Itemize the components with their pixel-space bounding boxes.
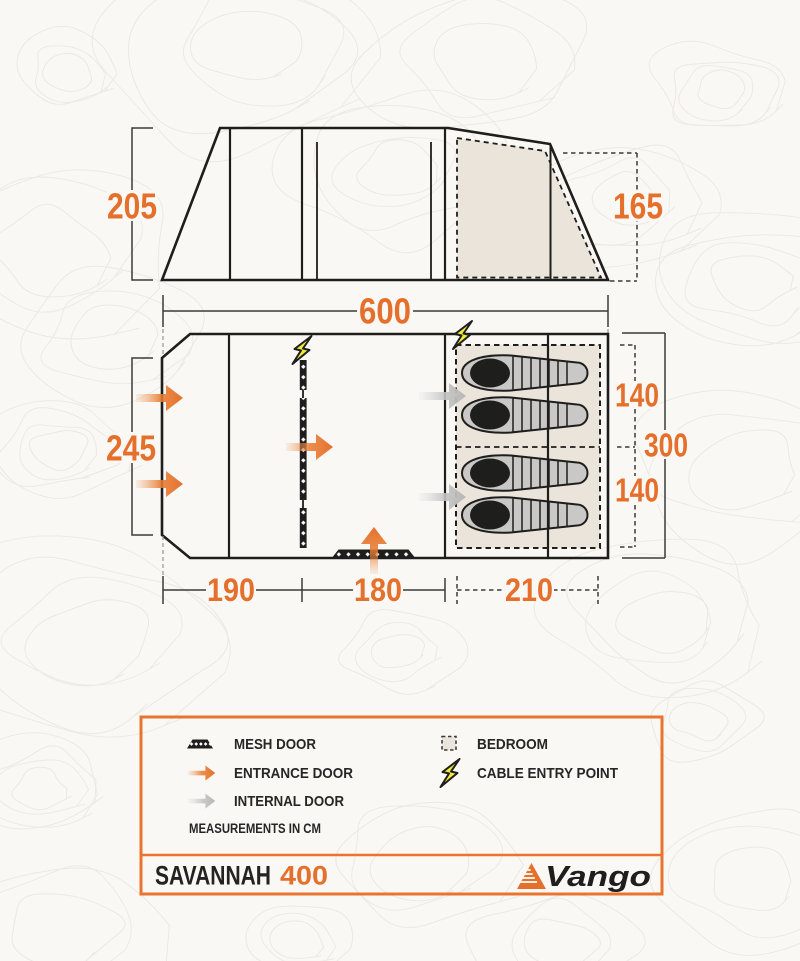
dim-label-205: 205 [107,186,157,227]
footer: SAVANNAH 400 Vango [155,861,651,894]
dim-label-180: 180 [354,572,402,608]
dim-label-300: 300 [644,427,688,464]
elevation-dividers [228,129,447,279]
brand-name: Vango [545,861,651,893]
legend-label-bedroom: BEDROOM [477,736,548,753]
cable-entry-icon [439,758,461,788]
elevation-outline [160,126,610,282]
mesh-door-icon [187,739,213,749]
elevation-poles [316,142,432,279]
legend-label-cable-entry: CABLE ENTRY POINT [477,765,618,782]
internal-door-icon [188,793,216,809]
bedroom-icon [441,735,457,751]
legend-note-measurements: MEASUREMENTS IN CM [189,821,321,836]
model-number: 400 [280,861,328,891]
legend-border [139,715,664,896]
dim-label-165: 165 [613,186,663,227]
dim-label-190: 190 [207,572,255,608]
extension-guides [162,329,609,356]
legend-label-mesh-door: MESH DOOR [234,736,316,753]
vango-logo: Vango [517,861,651,893]
model-name: SAVANNAH [155,861,271,891]
entrance-door-icon [136,385,183,411]
entrance-door-icon [286,434,333,460]
entrance-door-icon [136,471,183,497]
vango-triangle-icon [517,863,546,889]
elevation-bedroom-shading [456,136,603,279]
floor-plan-view: 245 140 140 300 190 180 210 [106,320,689,608]
dim-lines-190-180 [162,576,446,604]
dim-label-140-bottom: 140 [615,472,659,509]
entrance-door-icon [188,765,216,781]
dim-label-600: 600 [359,291,411,332]
side-elevation-view: 205 165 600 [107,126,663,356]
dim-label-245: 245 [106,428,156,469]
floorplan-outline [160,332,610,560]
legend-label-internal-door: INTERNAL DOOR [234,793,344,810]
cable-entry-icon [291,335,313,365]
legend: MESH DOOR ENTRANCE DOOR INTERNAL DOOR ME… [139,715,664,896]
legend-label-entrance-door: ENTRANCE DOOR [234,765,353,782]
dim-label-140-top: 140 [615,377,659,414]
dim-line-210 [456,576,599,604]
dim-line-140s [617,344,636,548]
floorplan-dividers [227,335,550,557]
mesh-door-icon [299,360,307,548]
dim-label-210: 210 [505,572,553,608]
